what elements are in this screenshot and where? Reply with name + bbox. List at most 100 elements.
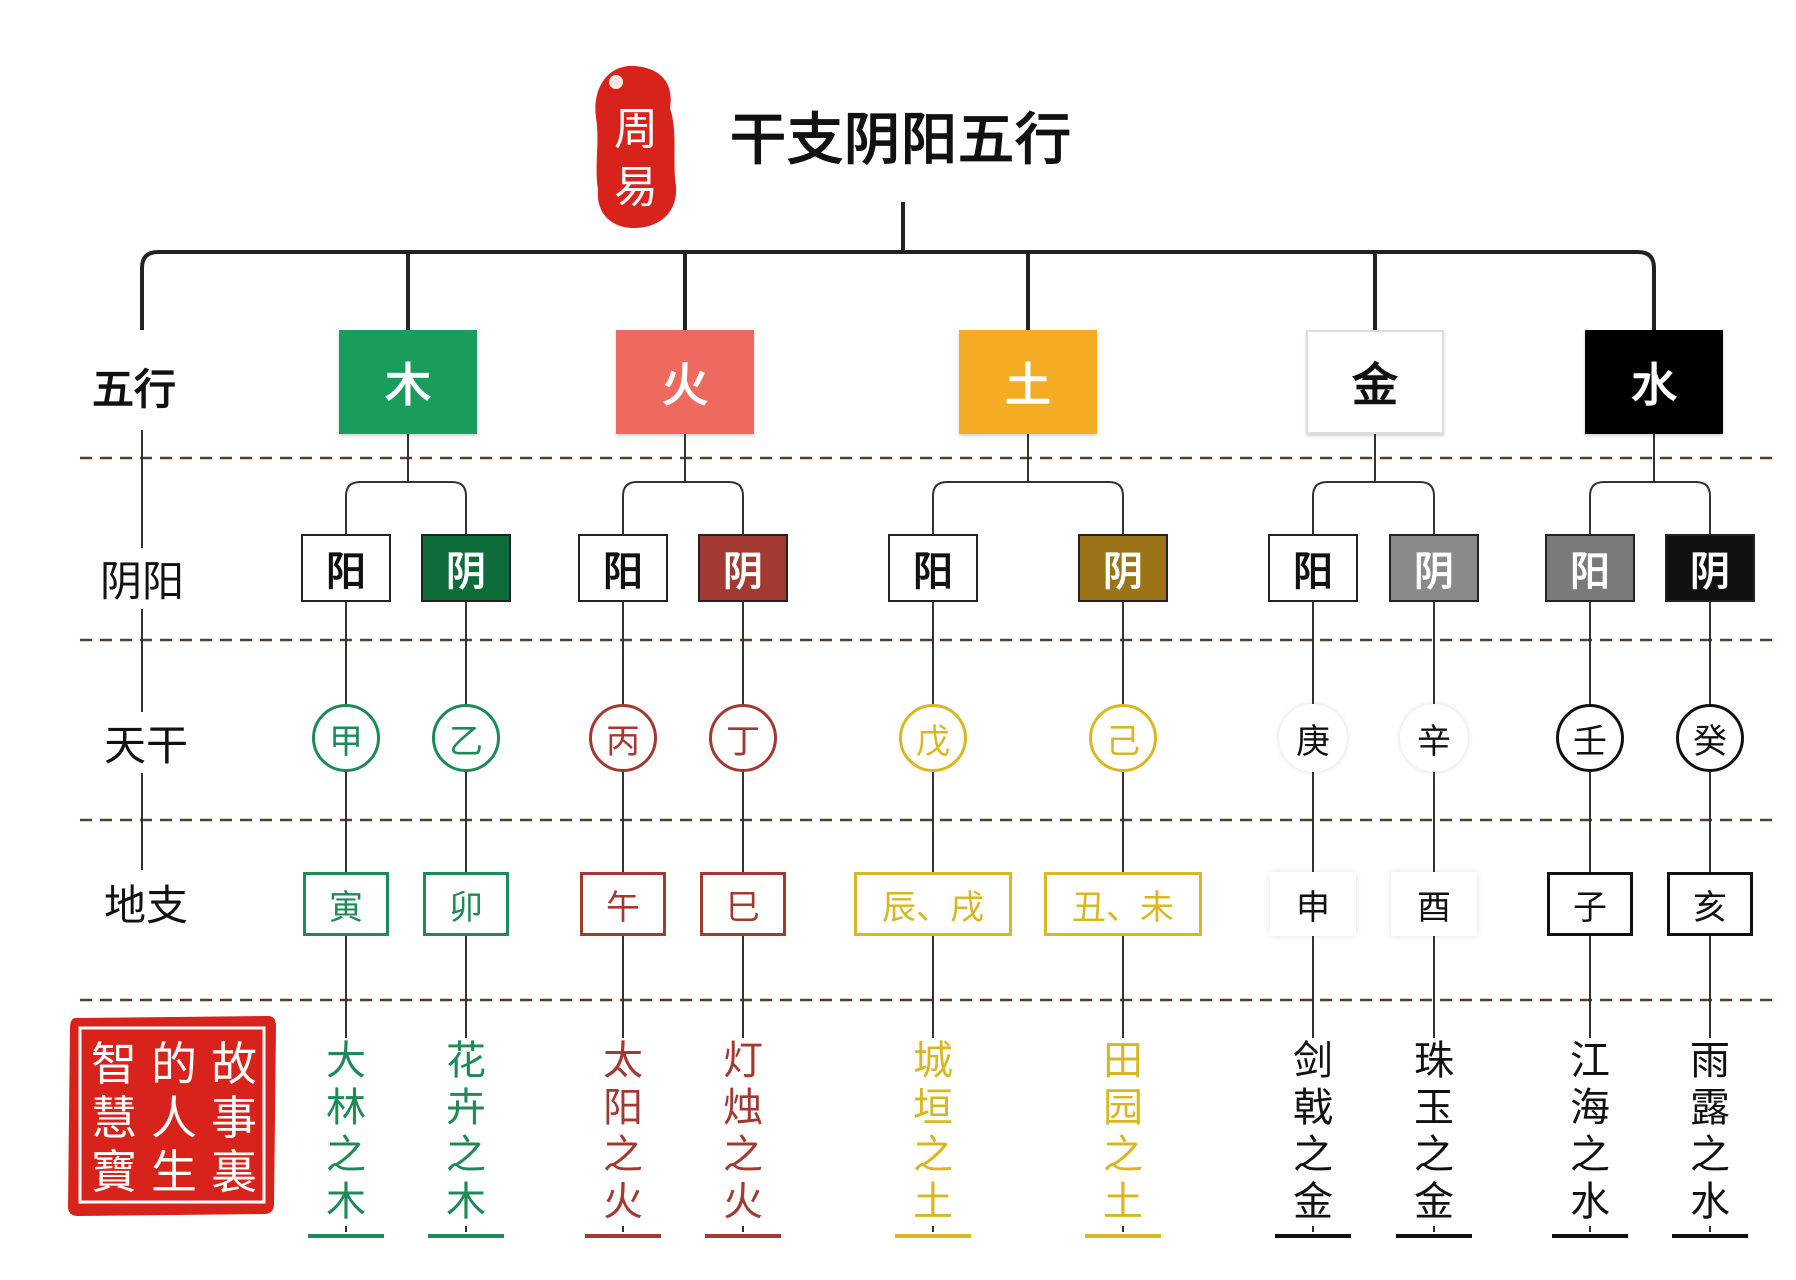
nayin-char: 火 [723,1179,763,1225]
page-title: 干支阴阳五行 [730,108,1072,173]
nayin-char: 阳 [603,1085,643,1131]
row-label-dizhi: 地支 [104,872,189,933]
svg-text:故: 故 [211,1037,257,1091]
nayin-char: 江 [1570,1038,1610,1084]
nayin-text-2-0: 城垣之土 [903,1038,963,1226]
nayin-text-2-1: 田园之土 [1093,1038,1153,1226]
nayin-char: 之 [1570,1132,1610,1178]
nayin-char: 木 [326,1179,366,1225]
branch-box-1-0: 午 [580,872,666,936]
yin-box-2: 阴 [1078,534,1168,602]
nayin-text-4-1: 雨露之水 [1680,1038,1740,1226]
svg-text:事: 事 [211,1091,257,1145]
stem-circle-1-0: 丙 [589,704,657,772]
nayin-char: 之 [723,1132,763,1178]
svg-text:寶: 寶 [91,1145,137,1199]
nayin-char: 木 [446,1179,486,1225]
nayin-char: 珠 [1414,1038,1454,1084]
zhouyi-seal-icon: 周 易 [595,65,677,228]
stem-circle-0-1: 乙 [432,704,500,772]
element-box-0: 木 [339,330,477,434]
branch-box-3-0: 申 [1270,872,1356,936]
yin-box-3: 阴 [1389,534,1479,602]
nayin-char: 之 [446,1132,486,1178]
row-label-wuxing: 五行 [92,365,177,414]
nayin-char: 之 [326,1132,366,1178]
nayin-text-1-1: 灯烛之火 [713,1038,773,1226]
split-connector [1589,481,1711,534]
yin-box-1: 阴 [698,534,788,602]
nayin-underline-4-1 [1672,1234,1748,1238]
split-connector [1312,481,1435,534]
nayin-char: 之 [1293,1132,1333,1178]
svg-text:生: 生 [151,1145,197,1199]
stem-circle-4-0: 壬 [1556,704,1624,772]
nayin-underline-1-1 [705,1234,781,1238]
nayin-char: 水 [1570,1179,1610,1225]
nayin-char: 花 [446,1038,486,1084]
nayin-char: 卉 [446,1085,486,1131]
nayin-char: 土 [913,1179,953,1225]
nayin-underline-2-1 [1085,1234,1161,1238]
yang-box-1: 阳 [578,534,668,602]
nayin-underline-4-0 [1552,1234,1628,1238]
nayin-char: 金 [1414,1179,1454,1225]
row-label-tiangan: 天干 [104,712,189,773]
stem-circle-3-0: 庚 [1279,704,1347,772]
svg-text:裏: 裏 [211,1145,257,1199]
nayin-char: 林 [326,1085,366,1131]
stem-circle-0-0: 甲 [312,704,380,772]
nayin-text-3-1: 珠玉之金 [1404,1038,1464,1226]
nayin-text-4-0: 江海之水 [1560,1038,1620,1226]
nayin-char: 园 [1103,1085,1143,1131]
svg-text:的: 的 [151,1037,197,1091]
nayin-char: 之 [1103,1132,1143,1178]
branch-box-3-1: 酉 [1391,872,1477,936]
stem-circle-2-1: 己 [1089,704,1157,772]
stem-circle-3-1: 辛 [1400,704,1468,772]
branch-box-2-1: 丑、未 [1044,872,1202,936]
nayin-char: 火 [603,1179,643,1225]
nayin-char: 金 [1293,1179,1333,1225]
nayin-underline-0-0 [308,1234,384,1238]
element-box-1: 火 [616,330,754,434]
nayin-char: 剑 [1293,1038,1333,1084]
nayin-char: 之 [1414,1132,1454,1178]
yin-box-0: 阴 [421,534,511,602]
nayin-char: 烛 [723,1085,763,1131]
element-box-4: 水 [1585,330,1723,434]
stem-circle-1-1: 丁 [709,704,777,772]
svg-text:人: 人 [151,1091,197,1145]
nayin-char: 之 [603,1132,643,1178]
nayin-underline-3-1 [1396,1234,1472,1238]
branch-box-4-0: 子 [1547,872,1633,936]
nayin-underline-0-1 [428,1234,504,1238]
nayin-char: 灯 [723,1038,763,1084]
square-seal-icon: 故 事 裏 的 人 生 智 慧 寶 [68,1016,276,1216]
stem-circle-4-1: 癸 [1676,704,1744,772]
nayin-text-3-0: 剑戟之金 [1283,1038,1343,1226]
yin-box-4: 阴 [1665,534,1755,602]
nayin-text-1-0: 太阳之火 [593,1038,653,1226]
nayin-char: 土 [1103,1179,1143,1225]
nayin-char: 垣 [913,1085,953,1131]
nayin-char: 玉 [1414,1085,1454,1131]
yang-box-2: 阳 [888,534,978,602]
branch-box-1-1: 巳 [700,872,786,936]
split-connector [932,481,1124,534]
branch-box-0-0: 寅 [303,872,389,936]
nayin-char: 水 [1690,1179,1730,1225]
svg-text:周: 周 [614,104,658,155]
nayin-char: 戟 [1293,1085,1333,1131]
nayin-char: 大 [326,1038,366,1084]
nayin-underline-3-0 [1275,1234,1351,1238]
nayin-char: 雨 [1690,1038,1730,1084]
branch-box-0-1: 卯 [423,872,509,936]
top-bus [140,250,1656,330]
element-box-3: 金 [1306,330,1444,434]
nayin-underline-1-0 [585,1234,661,1238]
stem-circle-2-0: 戊 [899,704,967,772]
svg-text:智: 智 [91,1037,137,1091]
nayin-text-0-0: 大林之木 [316,1038,376,1226]
